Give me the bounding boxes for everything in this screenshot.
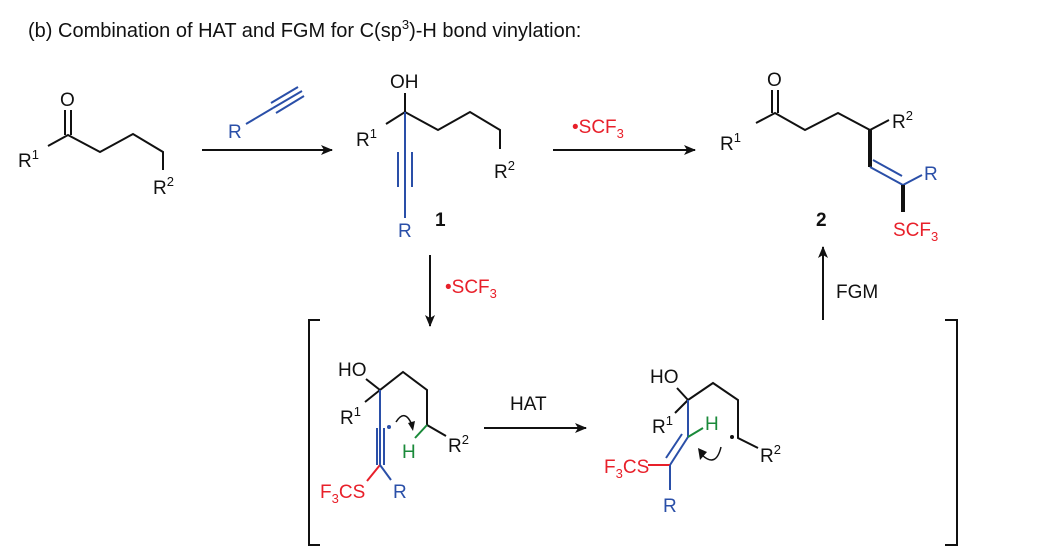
svg-text:R1: R1	[356, 126, 377, 151]
svg-text:R: R	[924, 164, 938, 185]
alkyl-radical-intermediate: HO R2 R1 H F3CS R	[604, 367, 781, 517]
compound-1: OH R1 R2 R 1	[356, 72, 515, 242]
svg-text:O: O	[767, 70, 782, 91]
svg-text:HO: HO	[650, 367, 679, 388]
svg-text:R1: R1	[720, 130, 741, 155]
svg-text:R1: R1	[652, 413, 673, 438]
svg-text:F3CS: F3CS	[604, 457, 649, 481]
alkyne-reagent: R	[228, 86, 305, 143]
scheme-title: (b) Combination of HAT and FGM for C(sp3…	[28, 17, 581, 42]
svg-text:OH: OH	[390, 72, 419, 93]
svg-text:1: 1	[435, 210, 446, 231]
fgm-label: FGM	[836, 282, 878, 303]
svg-text:SCF3: SCF3	[893, 220, 938, 244]
svg-text:R: R	[393, 482, 407, 503]
ketone-substrate: O R1 R2	[18, 90, 174, 199]
svg-text:H: H	[402, 442, 416, 463]
scf3-radical-label-top: •SCF3	[572, 117, 624, 141]
svg-text:O: O	[60, 90, 75, 111]
svg-text:HO: HO	[338, 360, 367, 381]
svg-text:F3CS: F3CS	[320, 482, 365, 506]
scf3-radical-label-down: •SCF3	[445, 277, 497, 301]
svg-text:R2: R2	[892, 108, 913, 133]
svg-text:2: 2	[816, 210, 827, 231]
svg-text:R: R	[663, 496, 677, 517]
svg-text:R2: R2	[760, 442, 781, 467]
svg-text:R2: R2	[153, 174, 174, 199]
svg-text:H: H	[705, 414, 719, 435]
svg-text:R1: R1	[18, 147, 39, 172]
right-bracket	[945, 319, 958, 546]
svg-text:R: R	[228, 122, 242, 143]
svg-text:R: R	[398, 221, 412, 242]
vinyl-radical-intermediate: HO R2 R1 H F3CS R	[320, 360, 469, 506]
svg-text:R2: R2	[494, 158, 515, 183]
hat-label: HAT	[510, 394, 547, 415]
compound-2: O R1 R2 R SCF3 2	[720, 70, 938, 244]
left-bracket	[308, 319, 320, 546]
svg-text:R1: R1	[340, 404, 361, 429]
svg-text:R2: R2	[448, 432, 469, 457]
